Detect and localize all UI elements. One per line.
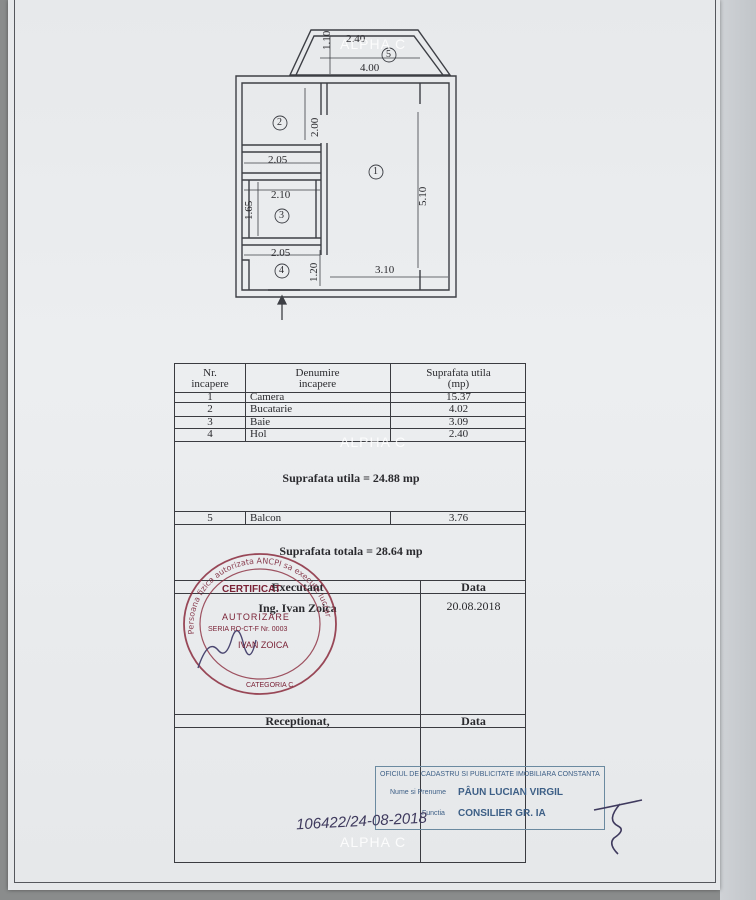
room-number-4: 4: [279, 265, 284, 276]
row5-area: 3.76: [448, 512, 469, 524]
signature-icon: [197, 629, 257, 669]
dim-balcony-side: 1.10: [321, 30, 333, 50]
office-function: CONSILIER GR. IA: [458, 808, 546, 819]
date-label: Data: [461, 580, 486, 594]
round-stamp: Persoana fizica autorizata ANCPI sa exec…: [178, 548, 337, 695]
row3-name: Baie: [250, 416, 271, 428]
header-nr-line1: Nr.: [203, 367, 217, 379]
document-page: [8, 0, 720, 890]
dim-total-width: 4.00: [360, 62, 380, 74]
balcony-outline: [288, 29, 452, 76]
partition-vertical: [320, 143, 328, 255]
room2-wall: [242, 144, 321, 153]
room-number-3: 3: [279, 210, 284, 221]
dim-room3-width: 2.10: [271, 189, 291, 201]
row1-nr: 1: [207, 391, 213, 403]
stamp-name: IVAN ZOICA: [238, 640, 289, 650]
room-number-1: 1: [373, 166, 378, 177]
outer-wall: [235, 75, 457, 298]
dim-room2-height: 2.00: [309, 117, 321, 137]
stamp-categoria: CATEGORIA C: [246, 682, 294, 689]
balcony-inner: [295, 35, 444, 76]
dim-room2-width: 2.05: [268, 154, 288, 166]
received-label: Receptionat,: [265, 714, 330, 728]
dim-room4-height: 1.20: [308, 262, 320, 282]
row3-area: 3.09: [448, 416, 469, 428]
row4-name: Hol: [250, 428, 267, 440]
row2-area: 4.02: [448, 403, 469, 415]
office-stamp: OFICIUL DE CADASTRU SI PUBLICITATE IMOBI…: [375, 766, 605, 830]
room-number-5: 5: [386, 49, 391, 60]
executed-date: 20.08.2018: [446, 599, 501, 613]
header-nr-line2: incapere: [191, 378, 229, 390]
row2-name: Bucatarie: [250, 403, 293, 415]
inner-wall: [241, 82, 450, 291]
room3-bottom: [242, 237, 321, 246]
header-name-line1: Denumire: [295, 367, 340, 379]
background-edge: [720, 0, 756, 900]
executant-label: Executant: [271, 580, 324, 594]
header-area-line1: Suprafata utila: [426, 367, 491, 379]
dim-room1-height: 5.10: [417, 186, 429, 206]
row4-nr: 4: [207, 428, 213, 440]
row1-name: Camera: [250, 391, 285, 403]
office-name-label: Nume si Prenume: [390, 789, 447, 796]
office-name: OFICIUL DE CADASTRU SI PUBLICITATE IMOBI…: [380, 771, 600, 778]
office-person-name: PÂUN LUCIAN VIRGIL: [458, 787, 563, 798]
stamp-certificat: CERTIFICAT: [222, 584, 281, 595]
office-signature-icon: [593, 799, 643, 855]
page-frame: [14, 0, 716, 883]
watermark-top: ALPHA C: [340, 36, 407, 52]
stamp-serie: SERIA RO-CT-F Nr. 0003: [208, 626, 288, 633]
entrance-arrow-icon: [276, 294, 288, 305]
row5-nr: 5: [207, 512, 213, 524]
header-area-line2: (mp): [447, 378, 470, 390]
floor-plan: [235, 29, 457, 320]
dim-room4-width: 2.05: [271, 247, 291, 259]
row2-nr: 2: [207, 403, 213, 415]
watermark-middle: ALPHA C: [340, 434, 407, 450]
row1-area: 15.37: [446, 391, 471, 403]
dim-room3-height: 1.65: [243, 200, 255, 220]
header-name-line2: incapere: [298, 378, 337, 390]
watermark-bottom: ALPHA C: [340, 834, 407, 850]
total-area: Suprafata totala = 28.64 mp: [279, 544, 423, 558]
room3-wall: [242, 172, 321, 181]
stamp-autorizare: AUTORIZARE: [222, 612, 290, 622]
room-area-table: Nr. incapere Denumire incapere Suprafata…: [174, 363, 526, 863]
received-date-label: Data: [461, 714, 486, 728]
row4-area: 2.40: [448, 428, 469, 440]
row5-name: Balcon: [250, 512, 282, 524]
dim-balcony-top: 2.40: [346, 33, 366, 45]
room4-wall: [242, 259, 250, 290]
dim-room1-width: 3.10: [375, 264, 395, 276]
door-top: [320, 83, 328, 115]
useful-area-total: Suprafata utila = 24.88 mp: [282, 471, 420, 485]
office-function-label: Functia: [422, 810, 445, 817]
row3-nr: 3: [207, 416, 213, 428]
room-number-2: 2: [277, 117, 282, 128]
